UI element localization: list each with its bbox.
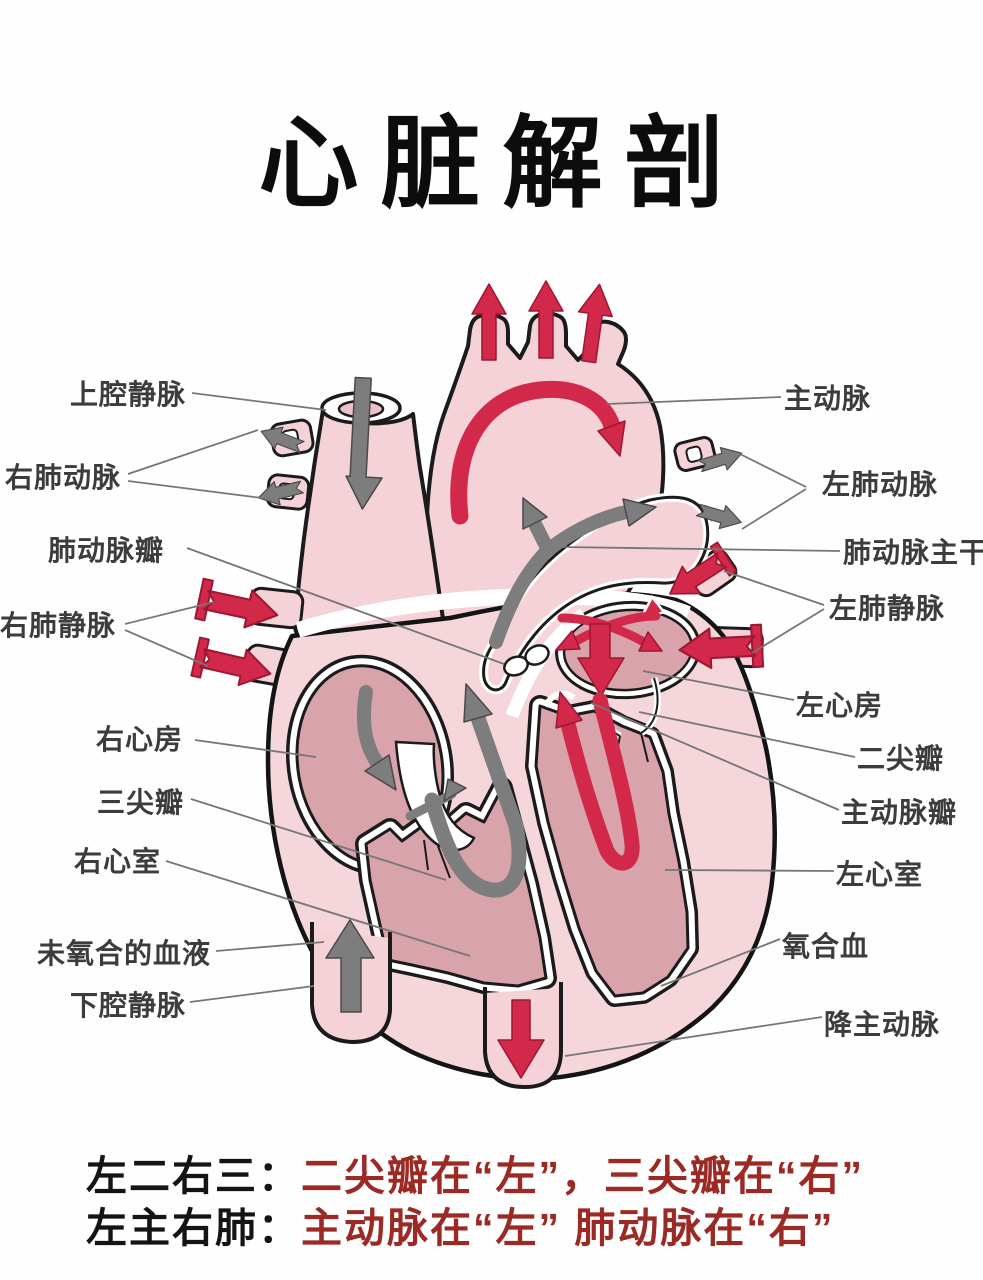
mnemonic-1-body: 二尖瓣在“左”，三尖瓣在“右” — [301, 1153, 864, 1199]
label-left-pulmonary-vein: 左肺静脉 — [829, 593, 946, 624]
label-superior-vena-cava: 上腔静脉 — [69, 379, 186, 410]
descending-aorta-flow-arrow — [497, 999, 545, 1079]
rv-flow-arrow — [424, 710, 527, 898]
ivc-flow-arrow — [325, 919, 375, 1013]
label-right-pulmonary-artery: 右肺动脉 — [4, 462, 121, 493]
label-left-ventricle: 左心室 — [836, 859, 924, 890]
label-deoxygenated-blood: 未氧合的血液 — [36, 938, 211, 969]
label-descending-aorta: 降主动脉 — [824, 1009, 941, 1040]
mnemonic-line-2: 左主右肺：主动脉在“左” 肺动脉在“右” — [86, 1202, 864, 1254]
label-left-atrium: 左心房 — [796, 690, 884, 721]
mnemonic-line-1: 左二右三：二尖瓣在“左”，三尖瓣在“右” — [86, 1150, 864, 1202]
left-pa-arrow — [697, 447, 743, 473]
label-right-pulmonary-vein: 右肺静脉 — [0, 610, 117, 641]
label-mitral-valve: 二尖瓣 — [857, 743, 945, 774]
label-pulmonary-trunk: 肺动脉主干 — [843, 537, 983, 568]
label-left-pulmonary-artery: 左肺动脉 — [822, 469, 939, 500]
label-pulmonary-valve: 肺动脉瓣 — [47, 535, 164, 566]
mnemonic-2-prefix: 左主右肺： — [86, 1205, 301, 1251]
leader-lines — [124, 392, 856, 1057]
right-pa-arrow — [260, 426, 305, 453]
la-flow-arrows — [573, 611, 661, 645]
label-inferior-vena-cava: 下腔静脉 — [69, 990, 186, 1021]
flow-arrows — [190, 280, 765, 1079]
svc-flow-arrow — [345, 376, 383, 510]
label-right-ventricle: 右心室 — [73, 846, 161, 877]
page-title: 心脏解剖 — [258, 108, 747, 220]
label-aortic-valve: 主动脉瓣 — [841, 797, 958, 828]
pulmonary-trunk-flow-arrow — [489, 543, 555, 649]
aortic-arch-flow-arrow — [450, 380, 621, 525]
aorta-branch-arrow — [471, 283, 507, 361]
label-aorta: 主动脉 — [784, 383, 872, 414]
mnemonic-notes: 左二右三：二尖瓣在“左”，三尖瓣在“右” 左主右肺：主动脉在“左” 肺动脉在“右… — [86, 1150, 864, 1254]
label-oxygenated-blood: 氧合血 — [782, 931, 870, 962]
mnemonic-1-prefix: 左二右三： — [86, 1153, 301, 1199]
label-tricuspid-valve: 三尖瓣 — [96, 787, 184, 818]
aortic-valve-shape — [542, 690, 576, 708]
lv-flow-arrow — [560, 692, 640, 871]
mnemonic-2-body: 主动脉在“左” 肺动脉在“右” — [301, 1205, 835, 1251]
label-right-atrium: 右心房 — [95, 724, 183, 755]
